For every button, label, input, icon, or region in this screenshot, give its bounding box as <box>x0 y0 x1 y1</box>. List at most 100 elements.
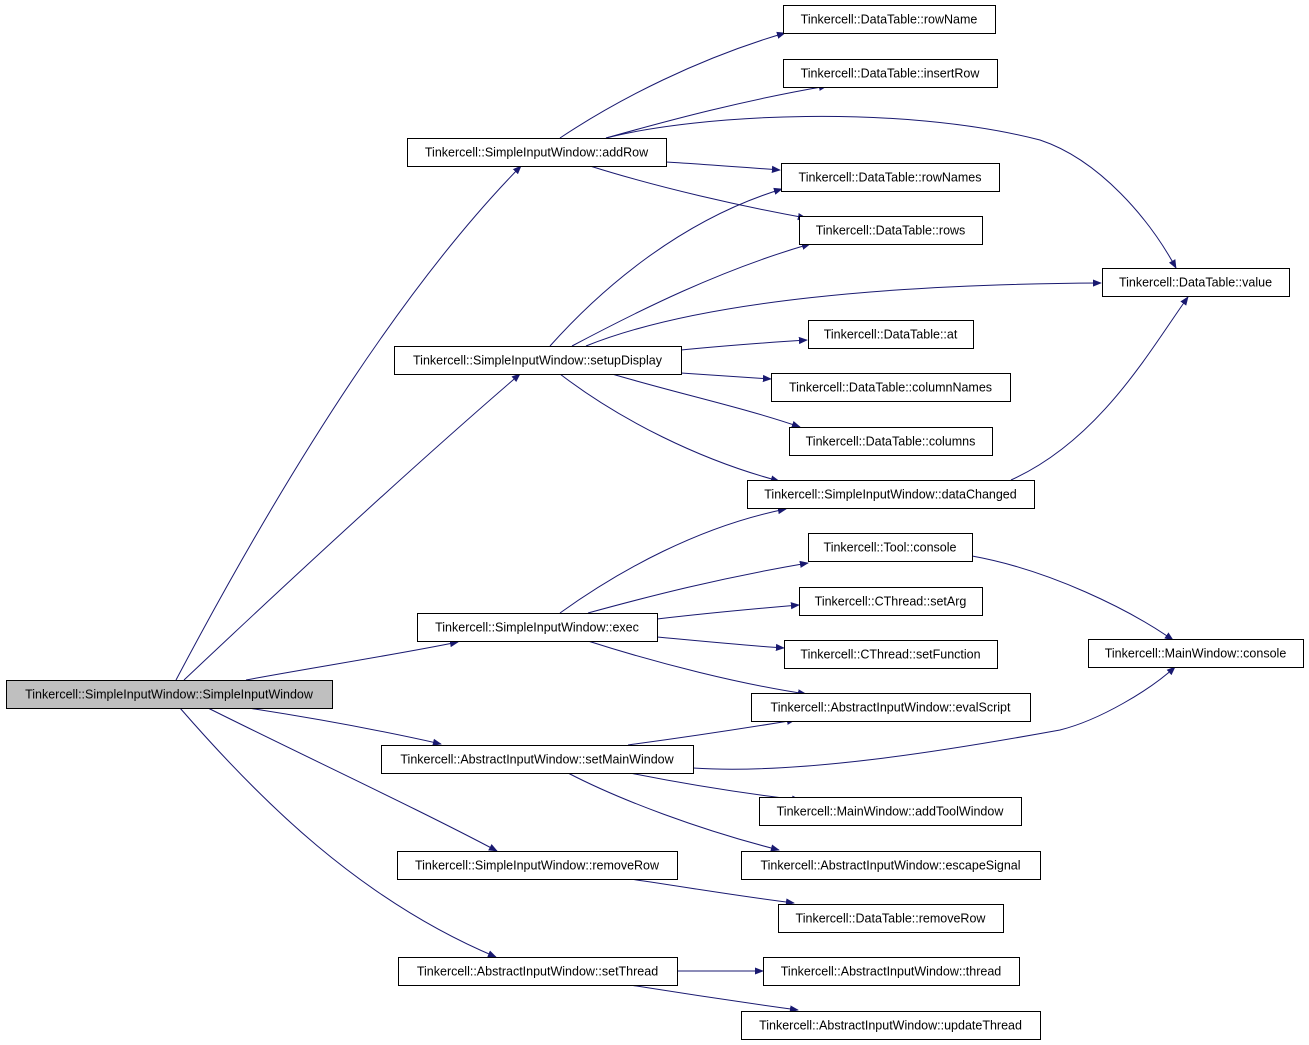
edge-addRow-to-rowNames <box>665 161 781 173</box>
node-label: Tinkercell::DataTable::removeRow <box>796 912 987 926</box>
node-columnNames[interactable]: Tinkercell::DataTable::columnNames <box>771 373 1011 402</box>
node-setupDisplay[interactable]: Tinkercell::SimpleInputWindow::setupDisp… <box>394 346 682 375</box>
node-label: Tinkercell::DataTable::insertRow <box>801 67 981 81</box>
node-label: Tinkercell::SimpleInputWindow::SimpleInp… <box>25 688 314 702</box>
node-box <box>397 851 678 880</box>
node-box <box>741 1011 1041 1040</box>
edge-exec-to-toolConsole <box>587 560 809 614</box>
edge-root-to-setupDisplay <box>183 373 521 681</box>
node-dtRemoveRow[interactable]: Tinkercell::DataTable::removeRow <box>778 904 1004 933</box>
node-rowNames[interactable]: Tinkercell::DataTable::rowNames <box>781 163 1000 192</box>
node-root[interactable]: Tinkercell::SimpleInputWindow::SimpleInp… <box>6 680 333 709</box>
node-box <box>407 138 667 167</box>
edge-addRow-to-rows <box>589 165 807 221</box>
nodes: Tinkercell::SimpleInputWindow::SimpleInp… <box>6 5 1304 1040</box>
node-box <box>808 320 974 349</box>
node-label: Tinkercell::Tool::console <box>824 541 957 555</box>
node-thread[interactable]: Tinkercell::AbstractInputWindow::thread <box>763 957 1020 986</box>
node-box <box>783 5 996 34</box>
node-setThread[interactable]: Tinkercell::AbstractInputWindow::setThre… <box>398 957 678 986</box>
edge-setupDisplay-to-rows <box>571 242 811 347</box>
node-label: Tinkercell::SimpleInputWindow::addRow <box>425 146 649 160</box>
node-label: Tinkercell::DataTable::value <box>1119 276 1272 290</box>
node-exec[interactable]: Tinkercell::SimpleInputWindow::exec <box>417 613 658 642</box>
edge-setThread-to-updateThread <box>629 984 799 1013</box>
edge-root-to-addRow <box>175 165 522 681</box>
node-label: Tinkercell::DataTable::at <box>824 328 958 342</box>
node-box <box>799 587 983 616</box>
node-box <box>763 957 1020 986</box>
node-label: Tinkercell::SimpleInputWindow::setupDisp… <box>413 354 663 368</box>
node-label: Tinkercell::AbstractInputWindow::setMain… <box>400 753 674 767</box>
edge-setupDisplay-to-value <box>585 279 1102 347</box>
node-box <box>741 851 1041 880</box>
edge-toolConsole-to-mwConsole <box>971 555 1174 641</box>
node-columns[interactable]: Tinkercell::DataTable::columns <box>789 427 993 456</box>
node-label: Tinkercell::DataTable::rowNames <box>799 171 982 185</box>
node-box <box>394 346 682 375</box>
node-insertRow[interactable]: Tinkercell::DataTable::insertRow <box>783 59 998 88</box>
node-label: Tinkercell::DataTable::columnNames <box>789 381 992 395</box>
node-label: Tinkercell::DataTable::rows <box>816 224 966 238</box>
node-rowName[interactable]: Tinkercell::DataTable::rowName <box>783 5 996 34</box>
node-box <box>398 957 678 986</box>
node-box <box>751 693 1031 722</box>
node-toolConsole[interactable]: Tinkercell::Tool::console <box>808 533 973 562</box>
node-updateThread[interactable]: Tinkercell::AbstractInputWindow::updateT… <box>741 1011 1041 1040</box>
edge-addRow-to-insertRow <box>605 83 828 139</box>
node-label: Tinkercell::DataTable::columns <box>806 435 976 449</box>
node-label: Tinkercell::SimpleInputWindow::exec <box>435 621 639 635</box>
node-box <box>781 163 1000 192</box>
edge-setupDisplay-to-at <box>680 336 808 351</box>
node-at[interactable]: Tinkercell::DataTable::at <box>808 320 974 349</box>
node-box <box>759 797 1022 826</box>
node-removeRow[interactable]: Tinkercell::SimpleInputWindow::removeRow <box>397 851 678 880</box>
node-box <box>799 216 983 245</box>
node-evalScript[interactable]: Tinkercell::AbstractInputWindow::evalScr… <box>751 693 1031 722</box>
node-box <box>747 480 1035 509</box>
node-label: Tinkercell::CThread::setFunction <box>800 648 980 662</box>
node-value[interactable]: Tinkercell::DataTable::value <box>1102 268 1290 297</box>
node-box <box>784 640 998 669</box>
node-label: Tinkercell::SimpleInputWindow::removeRow <box>415 859 660 873</box>
edge-setMainWindow-to-evalScript <box>627 717 796 746</box>
node-box <box>778 904 1004 933</box>
node-label: Tinkercell::CThread::setArg <box>815 595 967 609</box>
node-escapeSignal[interactable]: Tinkercell::AbstractInputWindow::escapeS… <box>741 851 1041 880</box>
node-dataChanged[interactable]: Tinkercell::SimpleInputWindow::dataChang… <box>747 480 1035 509</box>
node-rows[interactable]: Tinkercell::DataTable::rows <box>799 216 983 245</box>
edge-setMainWindow-to-escapeSignal <box>567 772 780 852</box>
node-label: Tinkercell::SimpleInputWindow::dataChang… <box>764 488 1016 502</box>
node-addRow[interactable]: Tinkercell::SimpleInputWindow::addRow <box>407 138 667 167</box>
edge-root-to-setThread <box>179 707 497 958</box>
edges <box>175 31 1189 1013</box>
node-mwConsole[interactable]: Tinkercell::MainWindow::console <box>1088 639 1304 668</box>
edge-setMainWindow-to-mwConsole <box>692 666 1176 770</box>
node-label: Tinkercell::AbstractInputWindow::thread <box>781 965 1002 979</box>
node-label: Tinkercell::MainWindow::addToolWindow <box>777 805 1005 819</box>
node-setArg[interactable]: Tinkercell::CThread::setArg <box>799 587 983 616</box>
node-box <box>381 745 694 774</box>
edge-exec-to-setArg <box>656 602 800 620</box>
edge-root-to-exec <box>245 640 459 681</box>
edge-exec-to-evalScript <box>587 640 807 697</box>
node-label: Tinkercell::MainWindow::console <box>1105 647 1287 661</box>
edge-addRow-to-value <box>605 115 1177 269</box>
node-setMainWindow[interactable]: Tinkercell::AbstractInputWindow::setMain… <box>381 745 694 774</box>
node-label: Tinkercell::AbstractInputWindow::escapeS… <box>760 859 1020 873</box>
node-box <box>6 680 333 709</box>
edge-setupDisplay-to-dataChanged <box>559 373 780 483</box>
edge-dataChanged-to-value <box>1010 296 1189 481</box>
node-label: Tinkercell::AbstractInputWindow::evalScr… <box>771 701 1011 715</box>
node-box <box>771 373 1011 402</box>
edge-root-to-setMainWindow <box>247 707 442 746</box>
node-setFunction[interactable]: Tinkercell::CThread::setFunction <box>784 640 998 669</box>
node-box <box>783 59 998 88</box>
node-addToolWindow[interactable]: Tinkercell::MainWindow::addToolWindow <box>759 797 1022 826</box>
edge-root-to-removeRow <box>207 707 498 852</box>
node-label: Tinkercell::AbstractInputWindow::setThre… <box>417 965 658 979</box>
node-label: Tinkercell::AbstractInputWindow::updateT… <box>759 1019 1022 1033</box>
edge-addRow-to-rowName <box>559 31 786 139</box>
node-box <box>808 533 973 562</box>
